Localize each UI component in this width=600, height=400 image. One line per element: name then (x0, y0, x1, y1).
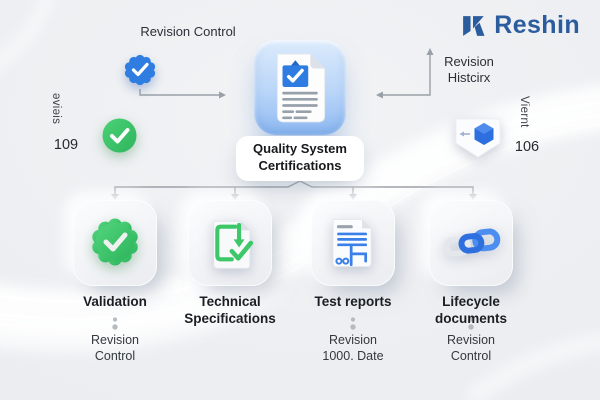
report-document-icon (332, 218, 372, 268)
certified-document-icon (276, 53, 326, 122)
left-stat-value: 109 (53, 137, 79, 153)
revision-control-label: Revision Control (140, 24, 236, 39)
right-vertical-label: Viernt (518, 96, 530, 128)
node-sublabel-test-reports: Revision 1000. Date (322, 333, 384, 364)
right-stat-value: 106 (514, 139, 540, 155)
node-card-test-reports (311, 200, 395, 286)
left-vertical-label: əviəis (50, 93, 62, 125)
document-check-icon (213, 220, 254, 269)
node-label-validation: Validation (83, 294, 147, 309)
dotted-connectors (112, 317, 474, 330)
node-sublabel-lifecycle-documents: Revision Control (447, 333, 495, 364)
chain-link-icon (443, 228, 501, 257)
brand-logo: Reshin (459, 11, 580, 40)
node-label-test-reports: Test reports (314, 294, 392, 309)
reshin-logo-icon (463, 15, 485, 36)
quality-cert-card (254, 40, 346, 135)
center-title-line1: Quality System (253, 141, 347, 156)
node-card-lifecycle-documents (429, 200, 513, 286)
seal-check-icon (92, 218, 138, 266)
hexagon-tag-icon (455, 118, 501, 158)
center-title-line2: Certifications (258, 157, 342, 173)
node-label-lifecycle-documents: Lifecycle documents (434, 294, 507, 327)
verified-badge-icon (124, 54, 156, 86)
node-card-validation (73, 200, 157, 286)
left-arrow-icon (459, 131, 470, 137)
node-card-technical-specifications (188, 200, 272, 286)
revision-history-label: Revision Histcirx (444, 54, 494, 86)
node-sublabel-validation: Revision Control (91, 333, 139, 364)
logo-text: Reshin (494, 11, 580, 39)
node-label-technical-specifications: Technical Specifications (184, 294, 276, 327)
check-circle-icon (102, 118, 137, 153)
center-node-label: Quality System Certifications (236, 136, 364, 181)
